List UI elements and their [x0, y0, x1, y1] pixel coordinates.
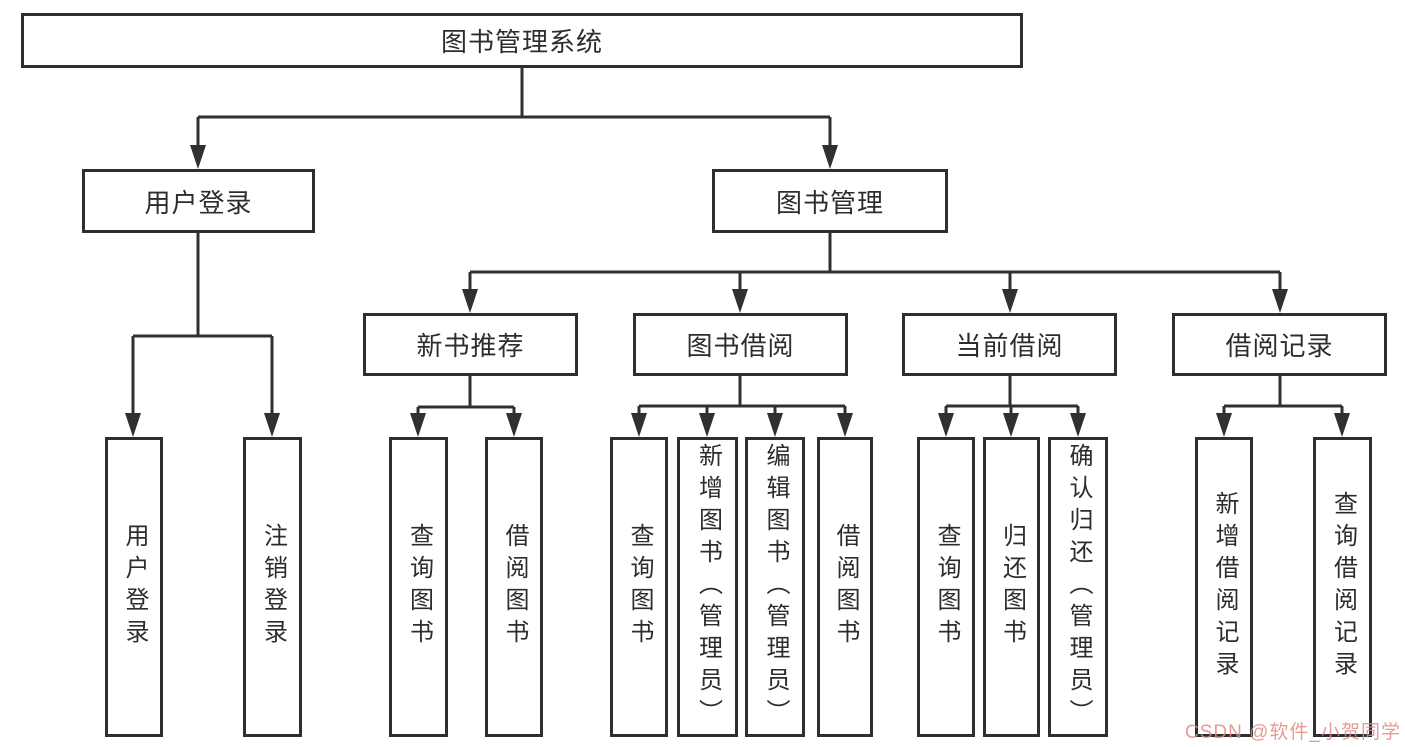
leaf-query-books-recommend: 查询图书 — [389, 437, 448, 737]
node-label: 图书管理系统 — [440, 27, 603, 57]
node-user-login: 用户登录 — [82, 169, 315, 233]
leaf-add-books-admin: 新增图书（管理员） — [677, 437, 738, 737]
leaf-edit-books-admin: 编辑图书（管理员） — [745, 437, 805, 737]
node-label: 图书借阅 — [686, 331, 795, 361]
root-to-level2-connector — [190, 68, 838, 169]
leaf-logout: 注销登录 — [243, 437, 302, 737]
node-library-management-system: 图书管理系统 — [21, 13, 1023, 68]
current-borrow-children-connector — [938, 376, 1086, 437]
leaf-return-books: 归还图书 — [983, 437, 1040, 737]
leaf-query-borrow-record: 查询借阅记录 — [1313, 437, 1372, 737]
node-label: 借阅记录 — [1225, 331, 1334, 361]
node-label: 用户登录 — [144, 187, 253, 218]
leaf-query-books-current: 查询图书 — [917, 437, 975, 737]
user-login-children-connector — [125, 233, 280, 437]
leaf-label: 新增图书（管理员） — [694, 443, 722, 731]
leaf-label: 新增借阅记录 — [1211, 491, 1238, 683]
leaf-label: 借阅图书 — [832, 523, 859, 651]
borrow-records-children-connector — [1216, 376, 1350, 437]
leaf-query-books-borrow: 查询图书 — [610, 437, 668, 737]
leaf-label: 用户登录 — [121, 523, 148, 651]
leaf-add-borrow-record: 新增借阅记录 — [1195, 437, 1253, 737]
leaf-borrow-books: 借阅图书 — [817, 437, 873, 737]
leaf-label: 编辑图书（管理员） — [762, 443, 789, 731]
node-label: 新书推荐 — [416, 331, 525, 361]
node-book-borrow: 图书借阅 — [633, 313, 848, 376]
leaf-borrow-books-recommend: 借阅图书 — [485, 437, 543, 737]
new-book-recommend-children-connector — [410, 376, 522, 437]
book-management-children-connector — [462, 233, 1288, 313]
leaf-user-login: 用户登录 — [105, 437, 163, 737]
node-new-book-recommend: 新书推荐 — [363, 313, 578, 376]
node-book-management: 图书管理 — [712, 169, 948, 233]
leaf-label: 查询图书 — [626, 523, 653, 651]
node-label: 当前借阅 — [955, 331, 1064, 361]
leaf-label: 借阅图书 — [501, 523, 528, 651]
node-borrow-records: 借阅记录 — [1172, 313, 1387, 376]
leaf-label: 查询图书 — [933, 523, 960, 651]
node-current-borrow: 当前借阅 — [902, 313, 1117, 376]
book-borrow-children-connector — [631, 376, 853, 437]
leaf-label: 查询图书 — [405, 523, 433, 651]
leaf-confirm-return-admin: 确认归还（管理员） — [1048, 437, 1108, 737]
leaf-label: 注销登录 — [259, 523, 287, 651]
leaf-label: 查询借阅记录 — [1329, 491, 1357, 683]
leaf-label: 归还图书 — [998, 523, 1026, 651]
leaf-label: 确认归还（管理员） — [1065, 443, 1092, 731]
node-label: 图书管理 — [775, 187, 884, 218]
